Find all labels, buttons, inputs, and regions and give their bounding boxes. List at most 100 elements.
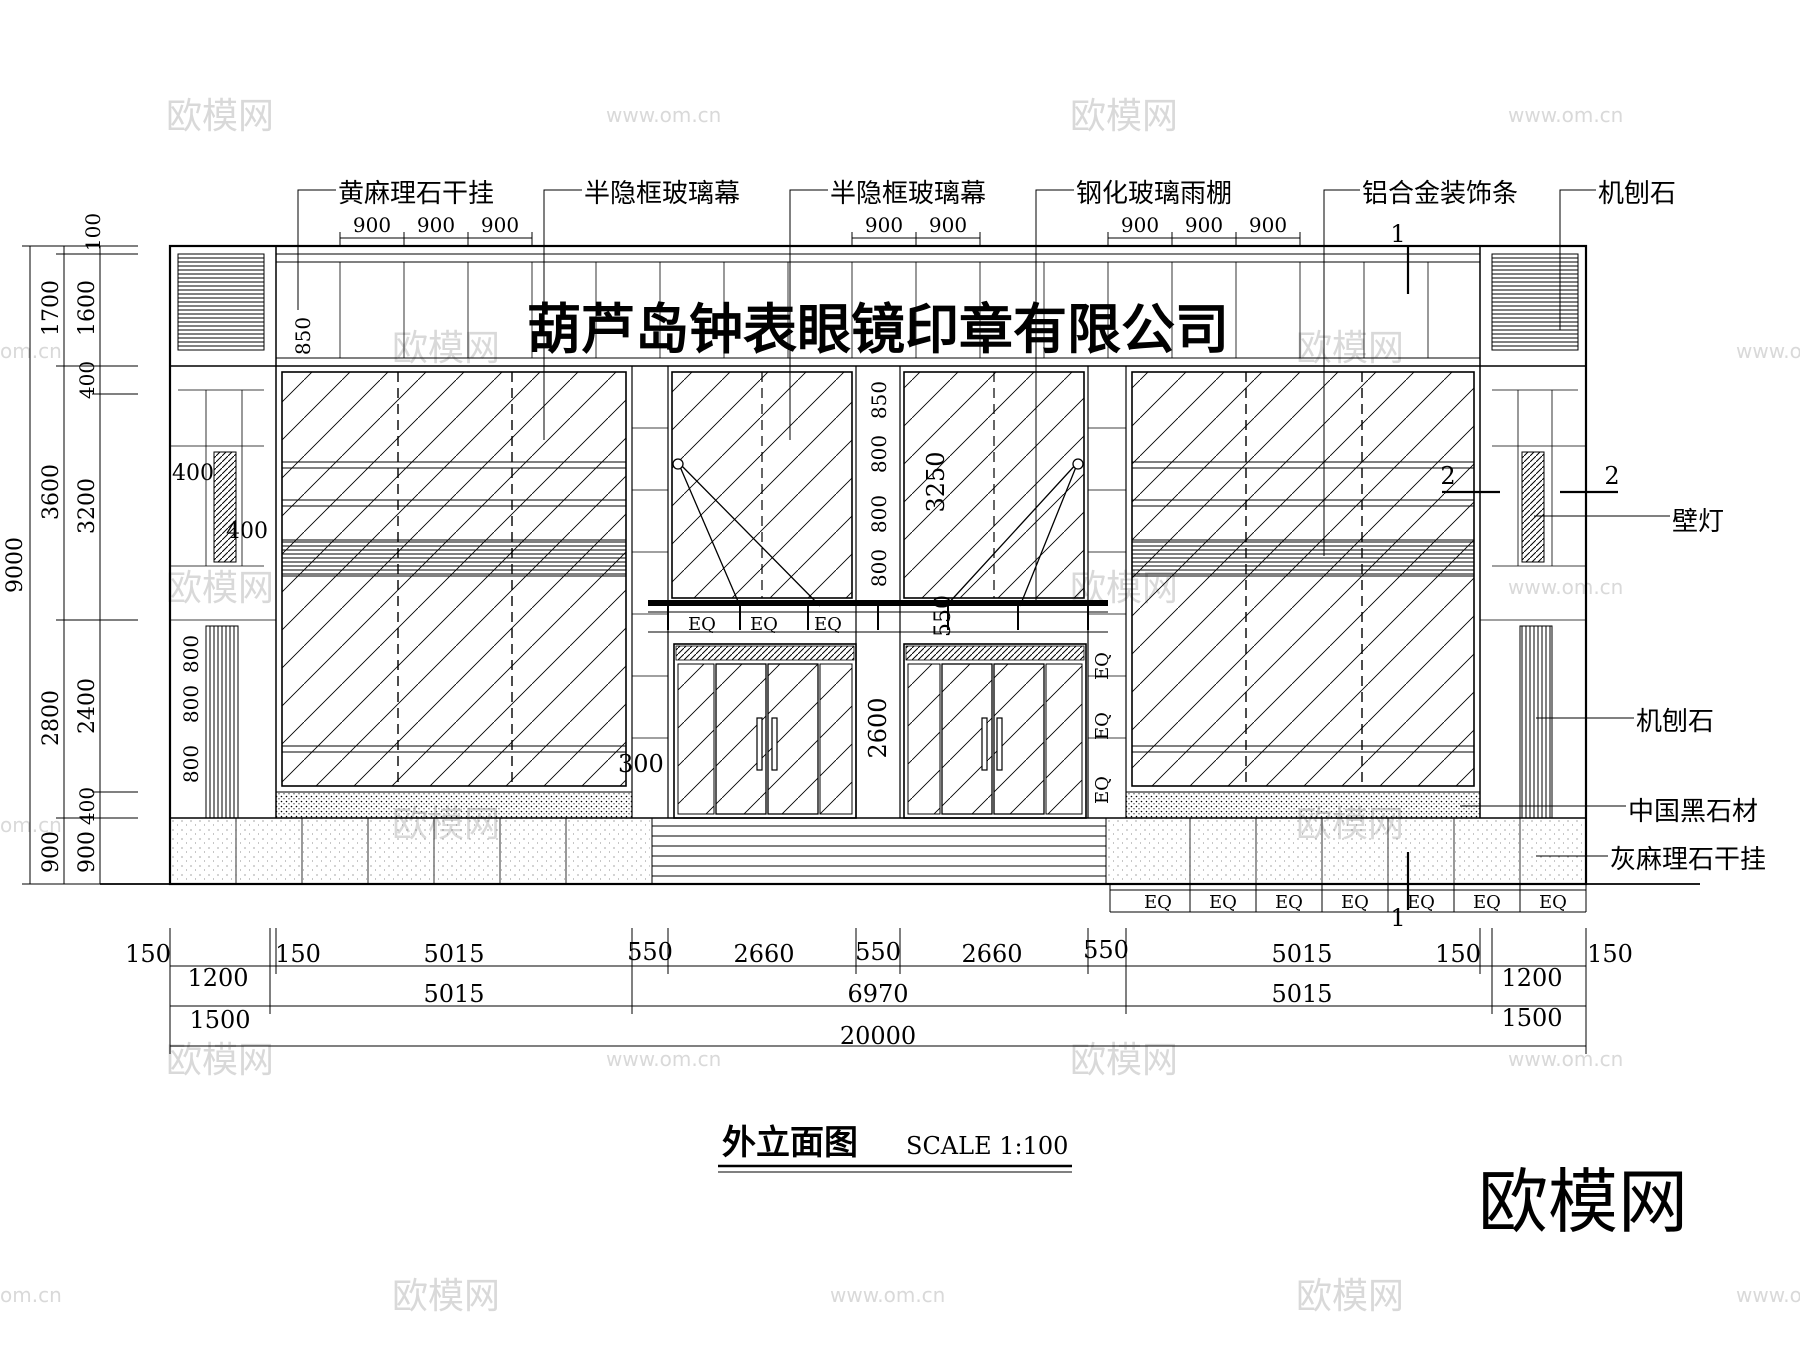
dim-label: 900 <box>1249 213 1287 237</box>
dim-total-height: 9000 <box>3 537 28 593</box>
dim-label: 6970 <box>847 980 908 1008</box>
eq-label: EQ <box>1473 892 1501 913</box>
section-mark-2-left: 2 <box>1440 462 1455 490</box>
callout-china-black-stone: 中国黑石材 <box>1628 797 1758 827</box>
section-mark-1-top: 1 <box>1390 220 1405 248</box>
watermark-url: www.om.cn <box>1736 339 1800 363</box>
watermark-logo: 欧模网 <box>1070 96 1178 137</box>
watermark-logo: 欧模网 <box>392 1276 500 1317</box>
eq-label: EQ <box>1341 892 1369 913</box>
callout-glass-curtain-wall: 半隐框玻璃幕 <box>830 179 986 209</box>
left-stone-strip <box>205 625 239 819</box>
dim-label: 2600 <box>864 697 892 758</box>
dim-label: 800 <box>867 495 891 533</box>
watermark-url: www.om.cn <box>1508 103 1623 127</box>
title-main: 外立面图 <box>722 1123 858 1163</box>
section-marks: 1 1 2 2 <box>1390 220 1619 932</box>
dim-label: 900 <box>865 213 903 237</box>
dim-label: 2800 <box>39 690 64 746</box>
dim-label: 3200 <box>75 478 100 534</box>
door-handle <box>756 717 763 771</box>
dim-label: 5015 <box>1271 980 1332 1008</box>
brand-logo: 欧模网 <box>1478 1161 1688 1243</box>
dim-label: 900 <box>417 213 455 237</box>
dim-label: 150 <box>125 940 171 968</box>
watermark-logo: 欧模网 <box>166 96 274 137</box>
left-door-sidelight <box>677 663 715 815</box>
callout-glass-canopy: 钢化玻璃雨棚 <box>1076 179 1232 209</box>
dim-label: 850 <box>867 381 891 419</box>
dim-label: 100 <box>81 213 105 251</box>
callout-yellow-marble: 黄麻理石干挂 <box>338 179 494 209</box>
company-sign: 葫芦岛钟表眼镜印章有限公司 <box>527 298 1229 361</box>
callout-gray-marble: 灰麻理石干挂 <box>1610 845 1766 875</box>
watermark-logo: 欧模网 <box>166 1040 274 1081</box>
door-handle <box>771 717 778 771</box>
dim-label: 800 <box>179 685 203 723</box>
callout-planed-stone: 机刨石 <box>1598 179 1676 209</box>
eq-label: EQ <box>814 614 842 635</box>
left-glass-panel <box>281 371 627 787</box>
watermark-url: www.om.cn <box>1508 1047 1623 1071</box>
dim-label: 900 <box>481 213 519 237</box>
eq-label: EQ <box>1209 892 1237 913</box>
dim-label: 900 <box>75 831 100 873</box>
dim-label: 2660 <box>961 940 1022 968</box>
watermark-edge: om.cn <box>0 1283 62 1307</box>
left-door-frame <box>673 643 857 819</box>
watermark-edge: om.cn <box>0 339 62 363</box>
callout-glass-curtain-wall: 半隐框玻璃幕 <box>584 179 740 209</box>
dim-label: 3600 <box>39 464 64 520</box>
dim-label: 400 <box>75 787 99 825</box>
right-curtain-wall <box>1131 371 1475 787</box>
right-glass-panel <box>1131 371 1475 787</box>
dim-label: 3250 <box>922 451 950 512</box>
dim-label: 1200 <box>1501 964 1562 992</box>
callout-wall-lamp: 壁灯 <box>1672 507 1724 537</box>
eq-label: EQ <box>1092 712 1113 740</box>
left-curtain-wall <box>281 371 627 787</box>
right-pilaster <box>1480 253 1586 819</box>
dim-label: 5015 <box>1271 940 1332 968</box>
bottom-dimension-chain: 150 150 5015 550 2660 550 2660 550 5015 … <box>125 928 1633 1054</box>
watermark-logo: 欧模网 <box>1296 1276 1404 1317</box>
dim-label: 1500 <box>189 1006 250 1034</box>
dim-label: 900 <box>1185 213 1223 237</box>
dim-label: 550 <box>931 595 956 637</box>
left-plinth-stone <box>172 820 650 882</box>
central-entrance <box>631 366 1127 884</box>
left-door-leaf[interactable] <box>767 663 819 815</box>
eq-label: EQ <box>1407 892 1435 913</box>
watermark-logo: 欧模网 <box>1070 1040 1178 1081</box>
dim-label: 800 <box>867 549 891 587</box>
eq-label: EQ <box>1275 892 1303 913</box>
dim-label: 5015 <box>423 980 484 1008</box>
dim-label: 800 <box>867 435 891 473</box>
title-scale: SCALE 1:100 <box>906 1132 1068 1160</box>
dim-label: 800 <box>179 635 203 673</box>
dim-label: 1700 <box>39 280 64 336</box>
panel-module-dims: 900 900 900 900 900 900 900 900 <box>339 213 1301 246</box>
right-stone-strip <box>1519 625 1553 819</box>
dim-label: 900 <box>929 213 967 237</box>
left-aluminum-trim <box>281 539 627 577</box>
dim-label: 5015 <box>423 940 484 968</box>
glass-canopy <box>648 600 1108 606</box>
watermark-url: www.om.cn <box>1508 575 1623 599</box>
watermark-url: www.om.cn <box>830 1283 945 1307</box>
left-pilaster <box>170 253 276 819</box>
right-door-transom <box>905 645 1085 661</box>
watermark-edge: om.cn <box>0 813 62 837</box>
dim-label: 900 <box>353 213 391 237</box>
right-callouts: 壁灯 机刨石 中国黑石材 灰麻理石干挂 <box>1460 507 1766 875</box>
plinth <box>100 791 1700 885</box>
left-black-stone-base <box>275 791 633 819</box>
top-callouts: 黄麻理石干挂 半隐框玻璃幕 半隐框玻璃幕 钢化玻璃雨棚 铝合金装饰条 机刨石 <box>297 179 1676 606</box>
door-handle <box>996 717 1003 771</box>
right-plinth-stone <box>1108 820 1584 882</box>
eq-label: EQ <box>688 614 716 635</box>
right-black-stone-base <box>1125 791 1481 819</box>
dim-label: 550 <box>1083 936 1129 964</box>
watermark-url: www.om.cn <box>606 103 721 127</box>
